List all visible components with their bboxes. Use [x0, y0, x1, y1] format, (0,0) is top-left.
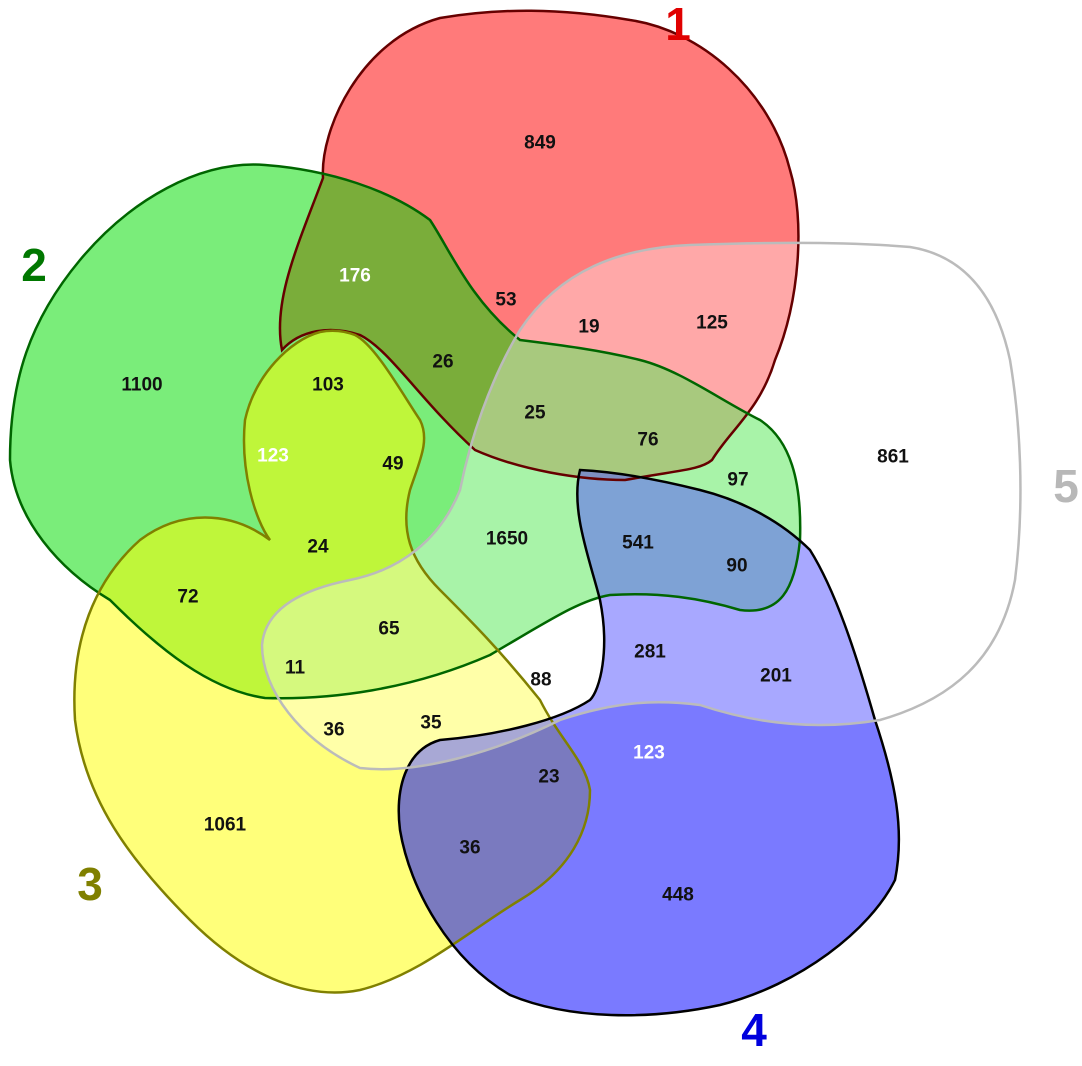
set-4-label: 4: [741, 1004, 767, 1056]
region-count: 76: [637, 430, 658, 451]
region-count: 25: [524, 403, 546, 424]
region-count: 26: [432, 352, 453, 373]
set-4-outline: [397, 468, 901, 1017]
region-count: 90: [726, 556, 747, 577]
set-2-outline: [8, 163, 802, 700]
region-count: 125: [696, 313, 728, 334]
region-count: 123: [257, 446, 289, 467]
set-5-outline: [260, 241, 1022, 771]
set-2-label: 2: [21, 239, 47, 291]
region-count: 123: [633, 743, 665, 764]
region-count: 1061: [204, 815, 247, 836]
region-count: 1100: [121, 375, 162, 396]
region-count: 11: [285, 658, 306, 679]
set-1-outline: [278, 9, 800, 482]
region-count: 24: [307, 537, 329, 558]
region-count: 849: [524, 133, 556, 154]
region-count: 72: [177, 587, 198, 608]
region-counts: 849 1100 1061 448 861 176 53 19 125 26 1…: [121, 133, 909, 906]
region-count: 448: [662, 885, 694, 906]
set-labels: 1 2 3 4 5: [21, 0, 1079, 1056]
region-count: 103: [312, 375, 344, 396]
region-count: 36: [459, 838, 480, 859]
region-count: 176: [339, 266, 371, 287]
set-3-label: 3: [77, 858, 103, 910]
region-count: 861: [877, 447, 909, 468]
region-count: 23: [538, 767, 559, 788]
region-count: 36: [323, 720, 344, 741]
set-5-label: 5: [1053, 460, 1079, 512]
region-count: 35: [420, 713, 442, 734]
region-count: 53: [495, 290, 516, 311]
region-count: 281: [634, 642, 666, 663]
region-count: 541: [622, 533, 654, 554]
region-count: 97: [727, 470, 748, 491]
set-4-region: [398, 470, 899, 1016]
set-3-outline: [73, 329, 592, 994]
region-count: 201: [760, 666, 792, 687]
region-count: 19: [578, 317, 599, 338]
region-count: 88: [530, 670, 551, 691]
set-fills: [10, 10, 1021, 1016]
region-count: 1650: [486, 529, 528, 550]
region-count: 49: [382, 454, 403, 475]
set-5-region: [262, 242, 1021, 770]
region-count: 65: [378, 619, 400, 640]
set-outlines: [8, 9, 1022, 1017]
set-1-label: 1: [665, 0, 691, 50]
